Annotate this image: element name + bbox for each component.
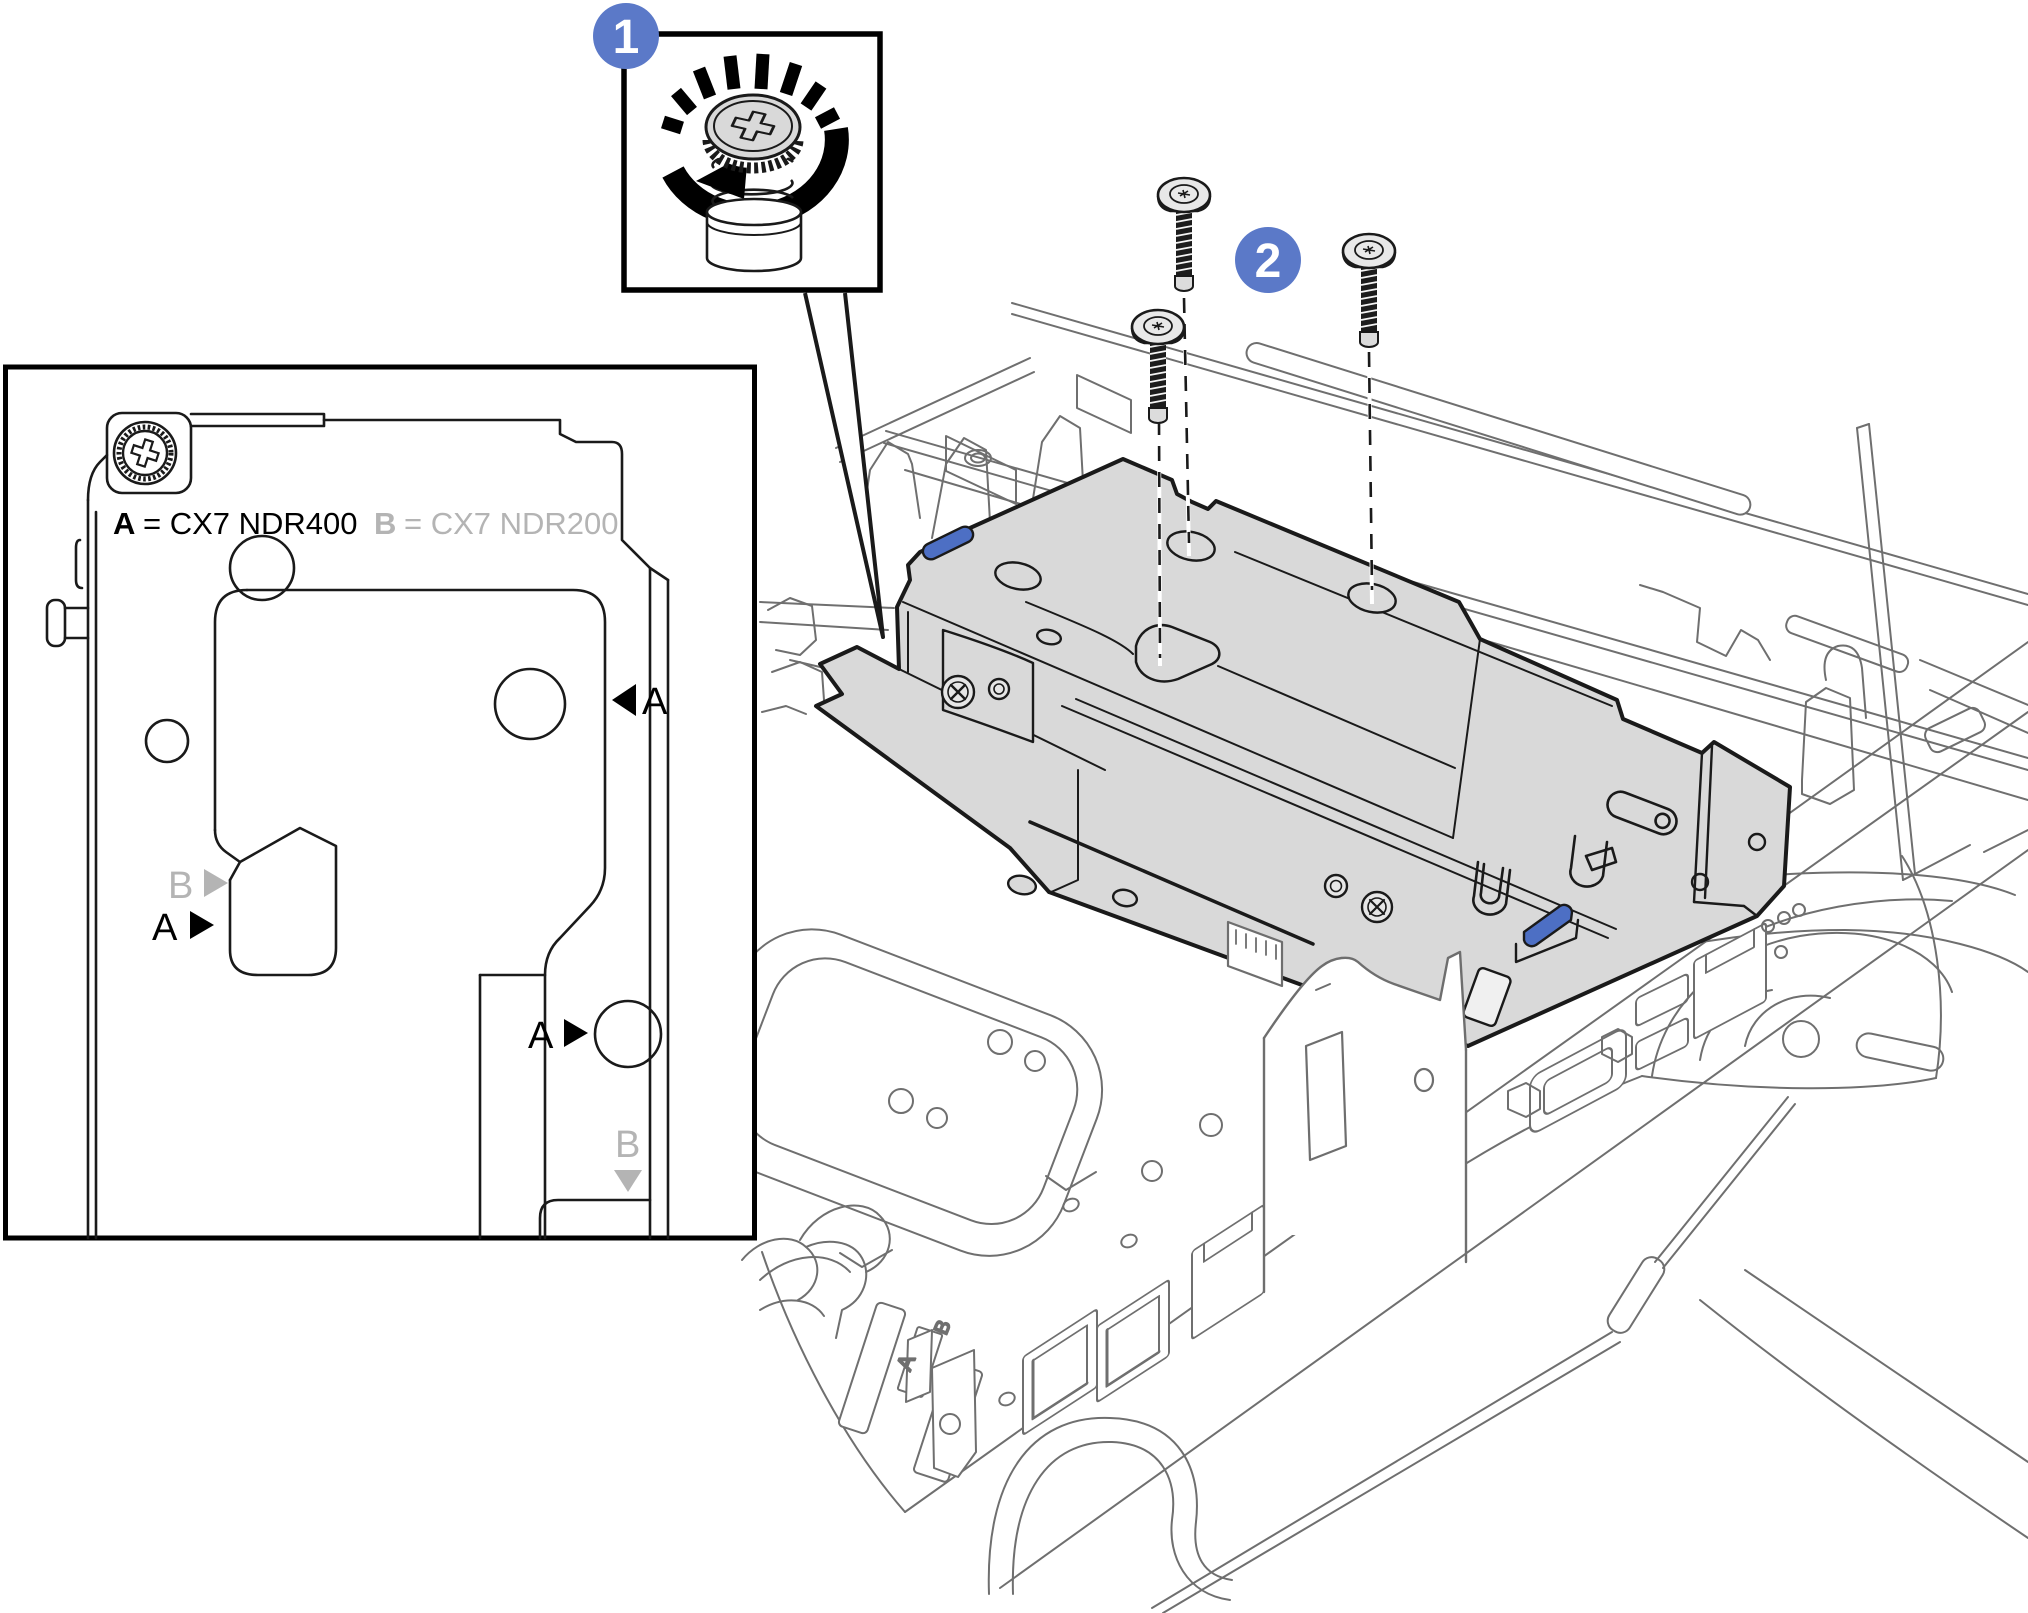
- svg-text:A: A: [642, 681, 668, 723]
- svg-text:2: 2: [1255, 235, 1282, 288]
- svg-text:1: 1: [613, 11, 640, 64]
- svg-text:= CX7 NDR400: = CX7 NDR400: [143, 506, 358, 541]
- svg-text:A: A: [113, 506, 135, 541]
- svg-text:B: B: [374, 506, 396, 541]
- svg-text:A: A: [528, 1015, 554, 1057]
- svg-text:B: B: [168, 865, 193, 907]
- svg-text:= CX7 NDR200: = CX7 NDR200: [404, 506, 619, 541]
- svg-text:B: B: [615, 1124, 640, 1166]
- svg-text:A: A: [152, 907, 178, 949]
